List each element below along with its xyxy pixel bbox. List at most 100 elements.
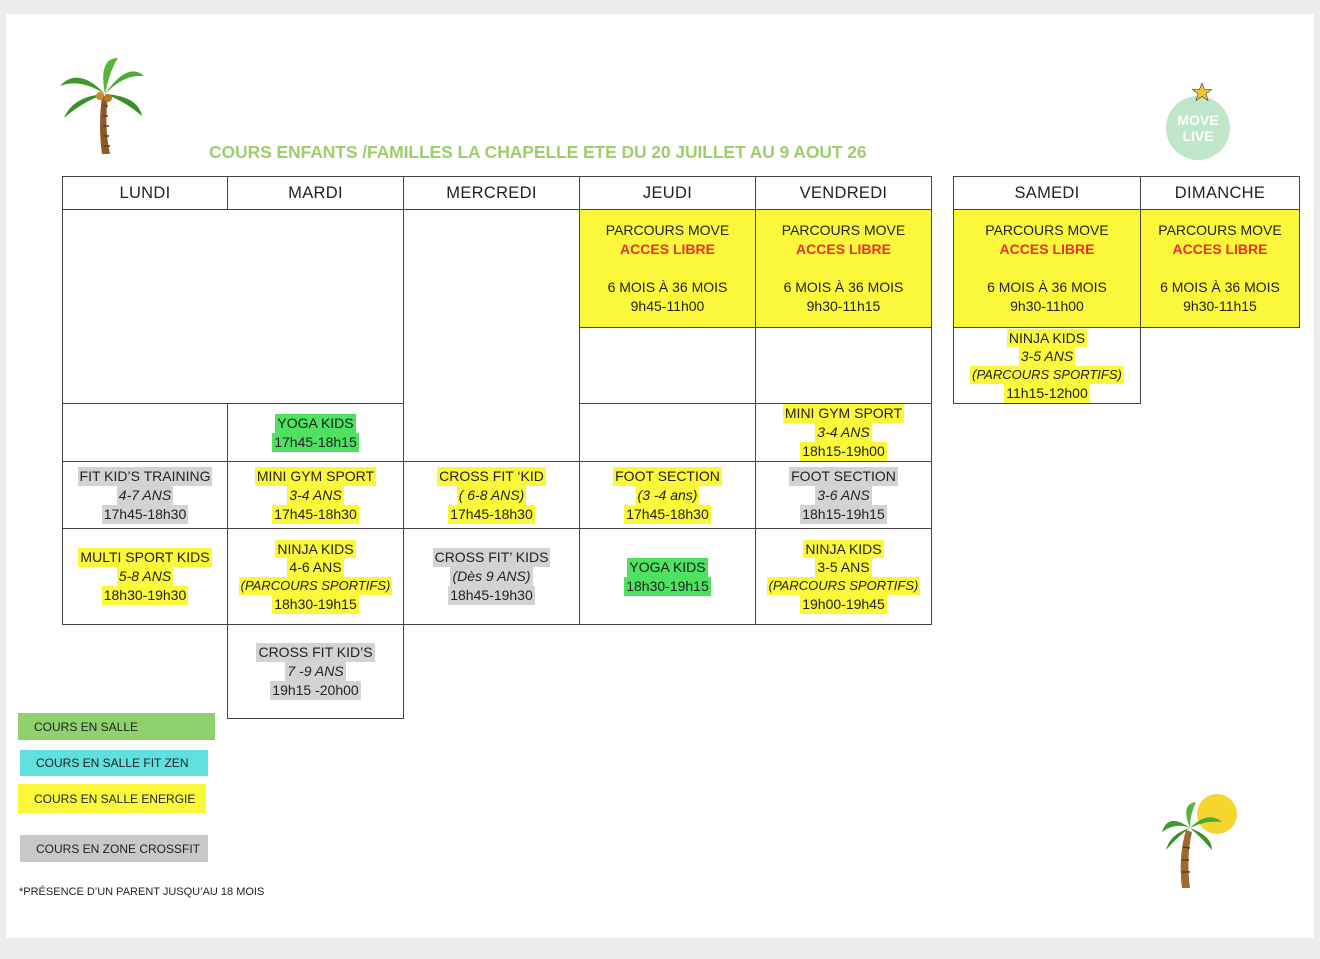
course-age: 5-8 ANS [116, 567, 174, 586]
course-time: 18h30-19h15 [624, 576, 711, 596]
legend-energie: COURS EN SALLE ENERGIE [18, 784, 206, 813]
mercredi-cross-fit: CROSS FIT ‘KID ( 6-8 ANS) 17h45-18h30 [403, 461, 580, 529]
course-time: 17h45-18h30 [272, 504, 359, 524]
access-label: ACCES LIBRE [1172, 241, 1268, 257]
palm-sun-icon [1162, 794, 1237, 888]
lundi-multi-sport: MULTI SPORT KIDS 5-8 ANS 18h30-19h30 [62, 528, 228, 625]
header-jeudi: JEUDI [579, 176, 756, 210]
course-time: 18h15-19h00 [800, 442, 887, 461]
course-age: 3-4 ANS [815, 423, 872, 442]
course-age: 3-4 ANS [287, 485, 344, 505]
course-name: NINJA KIDS [1006, 328, 1088, 347]
course-time: 9h30-11h15 [806, 298, 881, 314]
course-age: 6 MOIS À 36 MOIS [783, 279, 904, 295]
course-time: 17h45-18h15 [272, 432, 359, 452]
course-name: MINI GYM SPORT [782, 404, 905, 423]
course-name: MINI GYM SPORT [254, 466, 377, 486]
header-mardi: MARDI [227, 176, 404, 210]
parcours-dimanche: PARCOURS MOVE ACCES LIBRE 6 MOIS À 36 MO… [1140, 209, 1300, 328]
page-title: COURS ENFANTS /FAMILLES LA CHAPELLE ETE … [209, 142, 867, 162]
legend-cours-en-salle: COURS EN SALLE [18, 713, 215, 740]
mardi-yoga-kids: YOGA KIDS 17h45-18h15 [227, 403, 404, 462]
course-note: (PARCOURS SPORTIFS) [238, 576, 393, 595]
empty-slot [579, 403, 756, 462]
course-age: 3-6 ANS [815, 485, 872, 505]
course-name: NINJA KIDS [275, 539, 356, 558]
mardi-mini-gym: MINI GYM SPORT 3-4 ANS 17h45-18h30 [227, 461, 404, 529]
course-age: (3 -4 ans) [635, 485, 700, 505]
parcours-vendredi: PARCOURS MOVE ACCES LIBRE 6 MOIS À 36 MO… [755, 209, 932, 328]
vendredi-mini-gym: MINI GYM SPORT 3-4 ANS 18h15-19h00 [755, 403, 932, 462]
empty-slot [403, 209, 580, 462]
vendredi-foot-section: FOOT SECTION 3-6 ANS 18h15-19h15 [755, 461, 932, 529]
course-age: ( 6-8 ANS) [456, 485, 527, 505]
course-age: 7 -9 ANS [285, 662, 346, 681]
course-note: (PARCOURS SPORTIFS) [970, 365, 1124, 384]
course-time: 11h15-12h00 [1004, 384, 1090, 403]
access-label: ACCES LIBRE [999, 241, 1095, 257]
course-time: 18h30-19h15 [272, 595, 359, 614]
course-name: NINJA KIDS [803, 539, 884, 558]
access-label: ACCES LIBRE [796, 241, 891, 257]
parcours-samedi: PARCOURS MOVE ACCES LIBRE 6 MOIS À 36 MO… [953, 209, 1141, 328]
move-live-logo: MOVE LIVE [1166, 96, 1230, 160]
course-name: YOGA KIDS [627, 557, 708, 577]
course-age: 3-5 ANS [1018, 347, 1076, 366]
header-vendredi: VENDREDI [755, 176, 932, 210]
course-name: CROSS FIT’ KIDS [432, 548, 551, 567]
mardi-cross-fit-kids: CROSS FIT KID’S 7 -9 ANS 19h15 -20h00 [227, 624, 404, 719]
course-note: (PARCOURS SPORTIFS) [766, 576, 921, 595]
course-name: PARCOURS MOVE [1158, 222, 1282, 238]
mardi-ninja-kids: NINJA KIDS 4-6 ANS (PARCOURS SPORTIFS) 1… [227, 528, 404, 625]
logo-text-move: MOVE [1177, 112, 1219, 128]
course-time: 18h15-19h15 [800, 504, 887, 524]
course-age: 3-5 ANS [815, 558, 872, 577]
header-lundi: LUNDI [62, 176, 228, 210]
course-age: 6 MOIS À 36 MOIS [1160, 279, 1280, 295]
vendredi-ninja-kids: NINJA KIDS 3-5 ANS (PARCOURS SPORTIFS) 1… [755, 528, 932, 625]
course-age: 6 MOIS À 36 MOIS [987, 279, 1107, 295]
course-time: 19h00-19h45 [800, 595, 887, 614]
access-label: ACCES LIBRE [620, 241, 715, 257]
lundi-fit-kids: FIT KID’S TRAINING 4-7 ANS 17h45-18h30 [62, 461, 228, 529]
header-mercredi: MERCREDI [403, 176, 580, 210]
parcours-jeudi: PARCOURS MOVE ACCES LIBRE 6 MOIS À 36 MO… [579, 209, 756, 328]
course-age: (Dès 9 ANS) [450, 567, 533, 586]
course-time: 17h45-18h30 [101, 504, 189, 524]
samedi-ninja-kids: NINJA KIDS 3-5 ANS (PARCOURS SPORTIFS) 1… [953, 327, 1141, 404]
course-time: 9h30-11h15 [1183, 298, 1257, 314]
empty-slot [62, 403, 228, 462]
header-dimanche: DIMANCHE [1140, 176, 1300, 210]
course-age: 4-7 ANS [116, 485, 174, 505]
course-name: PARCOURS MOVE [985, 222, 1109, 238]
course-name: CROSS FIT KID’S [256, 643, 375, 662]
logo-text-live: LIVE [1182, 128, 1214, 144]
course-age: 4-6 ANS [287, 558, 344, 577]
empty-slot [579, 327, 756, 404]
legend-fit-zen: COURS EN SALLE FIT ZEN [20, 750, 208, 776]
course-name: CROSS FIT ‘KID [437, 466, 546, 486]
course-age: 6 MOIS À 36 MOIS [607, 279, 728, 295]
legend-crossfit: COURS EN ZONE CROSSFIT [20, 835, 208, 862]
course-name: FOOT SECTION [613, 466, 722, 486]
jeudi-foot-section: FOOT SECTION (3 -4 ans) 17h45-18h30 [579, 461, 756, 529]
empty-slot [755, 327, 932, 404]
course-time: 17h45-18h30 [448, 504, 535, 524]
footnote: *PRÉSENCE D’UN PARENT JUSQU’AU 18 MOIS [19, 886, 265, 898]
course-time: 17h45-18h30 [624, 504, 711, 524]
empty-slot [62, 209, 404, 404]
course-time: 9h45-11h00 [630, 298, 705, 314]
course-name: PARCOURS MOVE [781, 222, 906, 238]
mercredi-cross-fit-kids: CROSS FIT’ KIDS (Dès 9 ANS) 18h45-19h30 [403, 528, 580, 625]
course-name: FIT KID’S TRAINING [77, 466, 213, 486]
course-time: 18h45-19h30 [448, 586, 535, 605]
course-name: YOGA KIDS [275, 413, 356, 433]
jeudi-yoga-kids: YOGA KIDS 18h30-19h15 [579, 528, 756, 625]
header-samedi: SAMEDI [953, 176, 1141, 210]
course-time: 9h30-11h00 [1010, 298, 1084, 314]
course-time: 18h30-19h30 [101, 586, 189, 605]
course-name: MULTI SPORT KIDS [78, 548, 212, 567]
star-icon [1192, 82, 1212, 102]
palm-tree-icon [60, 58, 144, 154]
course-time: 19h15 -20h00 [270, 681, 361, 700]
